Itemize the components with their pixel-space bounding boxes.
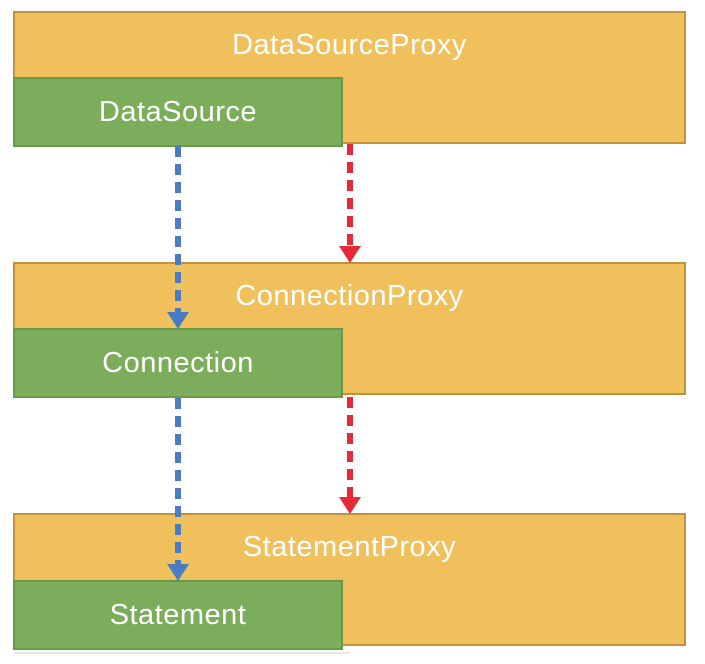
inner-bar-label: DataSource <box>98 95 258 128</box>
inner-bar-label: Connection <box>102 346 254 379</box>
blue-arrowhead-icon <box>167 564 189 581</box>
proxy-bar-label: StatementProxy <box>242 530 457 563</box>
proxy-bar-connectionproxy: ConnectionProxy <box>13 262 686 395</box>
red-arrowhead-icon <box>339 497 361 514</box>
bottom-shadow-line <box>14 652 350 654</box>
red-dashed-arrow-line-datasourceproxy-to-connectionproxy <box>347 144 353 246</box>
blue-dashed-arrow-line-datasource-to-connection <box>175 146 181 312</box>
inner-bar-datasource: DataSource <box>13 77 343 147</box>
proxy-bar-label: ConnectionProxy <box>235 279 464 312</box>
inner-bar-label: Statement <box>109 598 247 631</box>
red-arrowhead-icon <box>339 246 361 263</box>
proxy-bar-label: DataSourceProxy <box>232 28 467 61</box>
red-dashed-arrow-line-connectionproxy-to-statementproxy <box>347 397 353 497</box>
inner-bar-connection: Connection <box>13 328 343 398</box>
blue-dashed-arrow-line-connection-to-statement <box>175 398 181 564</box>
inner-bar-statement: Statement <box>13 580 343 650</box>
blue-arrowhead-icon <box>167 312 189 329</box>
